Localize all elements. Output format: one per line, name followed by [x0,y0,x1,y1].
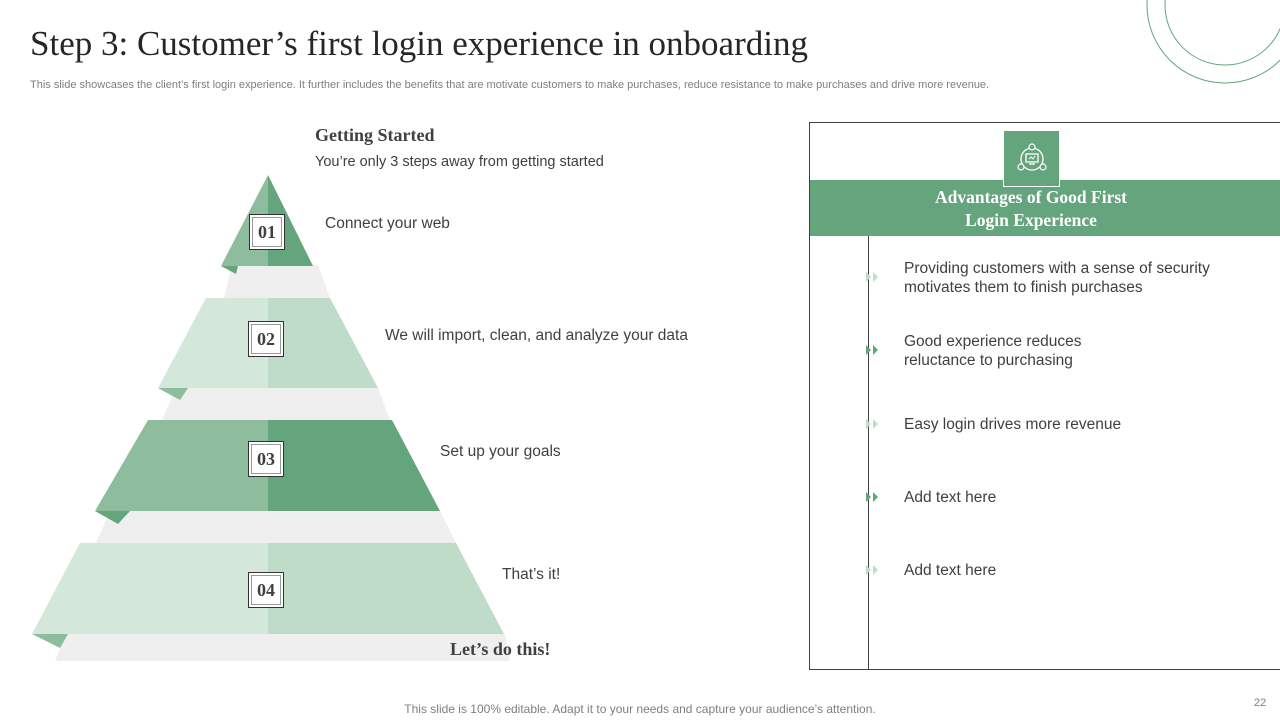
getting-started-subheading: You’re only 3 steps away from getting st… [315,154,604,170]
advantages-title-line1: Advantages of Good First [934,187,1127,207]
advantages-icon-box [1003,130,1060,187]
step-number-01: 01 [249,214,285,250]
double-chevron-icon [866,272,878,282]
chevron-b [873,492,878,502]
chevron-a [866,492,871,502]
double-chevron-icon [866,492,878,502]
pyramid-gap-1 [224,265,330,298]
advantage-item-1: Providing customers with a sense of secu… [904,260,1210,296]
chevron-b [873,345,878,355]
pyramid-gap-2 [162,388,390,420]
pyramid-tier-4-right [268,543,504,634]
advantages-header-band [810,180,1280,236]
step-number-03: 03 [248,441,284,477]
advantage-item-3: Easy login drives more revenue [904,416,1122,433]
step-number-04: 04 [248,572,284,608]
pyramid-tier-3-left [95,420,268,511]
pyramid-tier-2-right [268,298,378,388]
advantages-timeline [868,236,869,670]
chevron-b [873,272,878,282]
slide-title: Step 3: Customer’s first login experienc… [30,24,808,63]
pyramid-gap-3 [96,511,456,543]
step-label-02: We will import, clean, and analyze your … [385,327,688,344]
advantage-item-4: Add text here [904,489,997,506]
pyramid-tier-3-right [268,420,440,511]
chevron-a [866,272,871,282]
slide-footer: This slide is 100% editable. Adapt it to… [404,702,876,716]
pyramid-tier-1-fold [221,266,238,274]
chevron-b [873,419,878,429]
pyramid-tier-4-fold [32,634,68,648]
step-label-01: Connect your web [325,215,450,232]
network-devices-icon [1016,142,1047,171]
getting-started-heading: Getting Started [315,125,435,145]
double-chevron-icon [866,345,878,355]
pyramid-graphic [32,175,510,661]
advantage-item-2: Good experience reduces reluctance to pu… [904,333,1082,369]
step-label-03: Set up your goals [440,443,561,460]
double-chevron-icon [866,565,878,575]
chevron-a [866,419,871,429]
pyramid-tier-2-left [158,298,268,388]
slide-subtitle: This slide showcases the client’s first … [30,79,990,91]
double-chevron-icon [866,419,878,429]
pyramid-tier-3-fold [95,511,130,524]
chevron-a [866,565,871,575]
step-number-02: 02 [248,321,284,357]
chevron-b [873,565,878,575]
closing-text: Let’s do this! [450,639,551,659]
step-label-04: That’s it! [502,566,561,583]
pyramid-tier-2-fold [158,388,188,400]
advantages-title: Advantages of Good First Login Experienc… [810,186,1252,232]
advantage-item-5: Add text here [904,562,997,579]
pyramid-tier-4-left [32,543,268,634]
advantages-title-line2: Login Experience [965,210,1097,230]
chevron-a [866,345,871,355]
page-number: 22 [1254,697,1267,709]
decorative-circles [1146,0,1280,84]
pyramid-gap-4 [55,634,510,661]
